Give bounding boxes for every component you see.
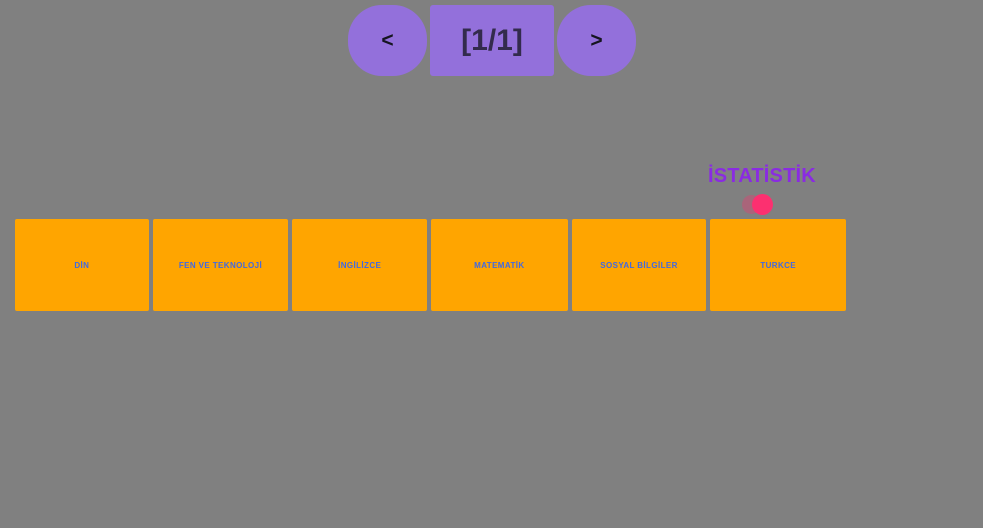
prev-page-button[interactable]: <	[348, 5, 427, 76]
statistics-dots	[708, 192, 812, 218]
active-dot-icon[interactable]	[752, 194, 773, 215]
subject-card-strip: DİN FEN VE TEKNOLOJİ İNGİLİZCE MATEMATİK…	[15, 219, 847, 311]
statistics-title: İSTATİSTİK	[708, 165, 816, 187]
subject-card-din[interactable]: DİN	[15, 219, 149, 311]
subject-card-label: TURKCE	[760, 260, 797, 270]
subject-card-ingilizce[interactable]: İNGİLİZCE	[292, 219, 428, 311]
subject-card-label: SOSYAL BİLGİLER	[600, 260, 678, 270]
page-counter[interactable]: [1/1]	[430, 5, 554, 76]
subject-card-label: FEN VE TEKNOLOJİ	[178, 260, 263, 270]
subject-card-sosyal-bilgiler[interactable]: SOSYAL BİLGİLER	[571, 219, 707, 311]
subject-card-label: DİN	[74, 260, 90, 270]
subject-card-fen-ve-teknoloji[interactable]: FEN VE TEKNOLOJİ	[152, 219, 289, 311]
pager-toolbar: < [1/1] >	[348, 5, 637, 76]
subject-card-label: MATEMATİK	[474, 260, 525, 270]
subject-card-turkce[interactable]: TURKCE	[710, 219, 847, 311]
subject-card-matematik[interactable]: MATEMATİK	[431, 219, 568, 311]
statistics-section: İSTATİSTİK	[708, 164, 816, 218]
next-page-button[interactable]: >	[557, 5, 636, 76]
subject-card-label: İNGİLİZCE	[338, 260, 382, 270]
